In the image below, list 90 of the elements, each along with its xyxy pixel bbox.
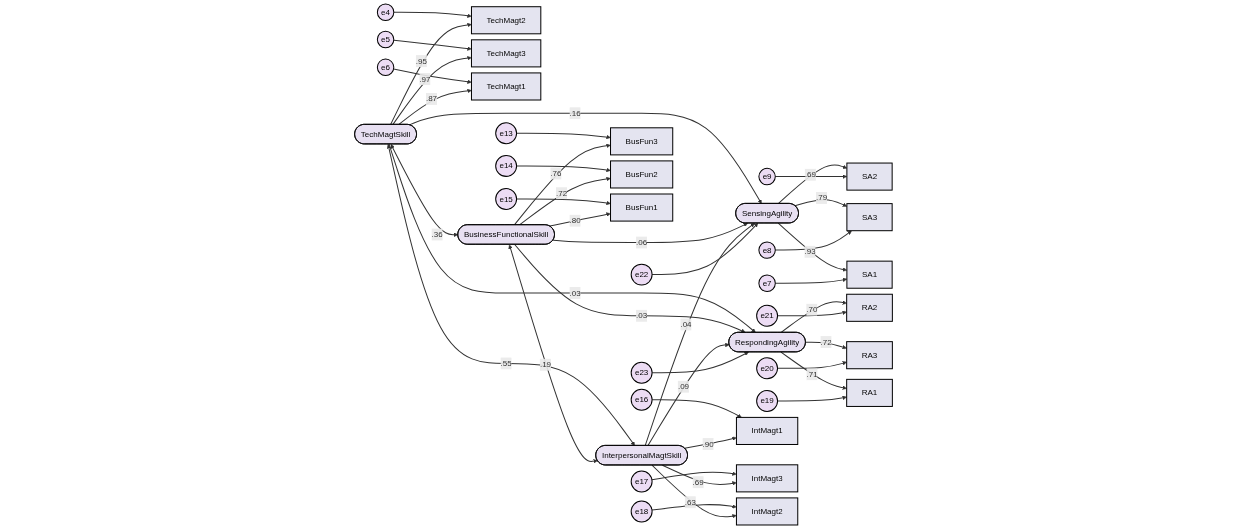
edge-label: .97 (419, 74, 431, 84)
node-circle: e5 (376, 30, 395, 49)
arrow (651, 399, 742, 418)
node-circle: e19 (756, 389, 779, 412)
arrow (390, 22, 472, 126)
node-box: RA1 (846, 378, 893, 407)
node-circle: e13 (495, 122, 518, 145)
edge-label: .36 (431, 229, 443, 239)
arrow (398, 88, 472, 126)
arrow (393, 39, 472, 51)
edge-label: .04 (680, 319, 692, 329)
arrow (552, 222, 748, 243)
edge-label: .80 (569, 216, 581, 225)
node-box: RA3 (846, 341, 893, 370)
arrow (651, 223, 759, 276)
node-circle: e15 (495, 188, 518, 210)
edge-label: .70 (806, 305, 818, 314)
node-circle: e8 (758, 241, 776, 259)
arrow (516, 132, 611, 140)
node-box: BusFun1 (610, 193, 674, 222)
node-circle: e9 (758, 167, 776, 186)
node-box: SA2 (846, 162, 893, 191)
arrow (516, 165, 611, 173)
node-circle: e7 (758, 274, 776, 292)
node-box: TechMagt2 (470, 6, 542, 35)
arrow (780, 351, 847, 390)
arrow (780, 300, 847, 334)
arrow (777, 222, 848, 272)
edge-label: .93 (804, 247, 816, 256)
node-box: SA3 (846, 203, 893, 232)
arrow (390, 144, 459, 237)
edge-label: .55 (500, 358, 512, 368)
arrow (516, 198, 611, 206)
arrow (388, 143, 756, 333)
arrow (647, 342, 730, 447)
edge-label: .06 (636, 237, 648, 247)
edge-label: .72 (820, 337, 832, 347)
edge-label: .87 (425, 94, 438, 103)
arrow (513, 143, 611, 226)
arrow (651, 504, 737, 511)
edge-label: .79 (815, 193, 828, 202)
arrow (774, 230, 852, 251)
edge-label: .19 (539, 360, 552, 369)
node-box: TechMagt1 (470, 72, 542, 101)
arrow (514, 244, 746, 333)
arrow (393, 11, 472, 18)
arrow (777, 395, 847, 402)
node-circle: e14 (495, 154, 518, 177)
arrow (508, 244, 598, 464)
arrow (651, 471, 737, 481)
node-circle: e6 (376, 58, 395, 77)
node-box: SA1 (846, 260, 893, 289)
arrow (774, 277, 848, 284)
node-circle: e20 (756, 357, 779, 380)
arrow (393, 68, 472, 84)
node-box: RA2 (846, 293, 893, 322)
node-circle: e4 (376, 3, 395, 21)
node-circle: e18 (630, 500, 653, 523)
node-box: IntMagt2 (735, 497, 799, 526)
edge-label: .03 (636, 311, 648, 320)
node-box: BusFun3 (610, 127, 674, 156)
arrow (408, 112, 762, 204)
node-circle: e22 (630, 263, 653, 286)
arrow (519, 176, 611, 226)
arrow (392, 55, 472, 126)
arrow (651, 464, 737, 519)
edge-label: .69 (804, 170, 816, 179)
edge-label: .03 (569, 288, 581, 298)
edge-label: .95 (415, 56, 428, 66)
edge-label: .76 (550, 169, 562, 178)
node-box: TechMagt3 (470, 39, 542, 68)
edge-label: .63 (684, 497, 696, 507)
node-circle: e23 (630, 361, 653, 384)
edge-label: .69 (692, 477, 704, 487)
edge-label: .09 (677, 382, 690, 391)
edge-label: .16 (569, 108, 581, 118)
arrow (651, 351, 749, 374)
node-box: BusFun2 (610, 160, 674, 189)
arrow (386, 144, 635, 446)
arrow (661, 464, 737, 486)
arrow (549, 212, 611, 227)
edge-label: .71 (806, 369, 818, 379)
node-circle: e21 (756, 304, 779, 327)
edge-label: .72 (555, 188, 568, 198)
node-box: IntMagt1 (735, 416, 799, 445)
edge-label: .90 (702, 439, 714, 449)
node-circle: e16 (630, 388, 653, 411)
arrow (777, 361, 847, 369)
node-box: IntMagt3 (735, 464, 799, 493)
node-circle: e17 (630, 470, 653, 493)
